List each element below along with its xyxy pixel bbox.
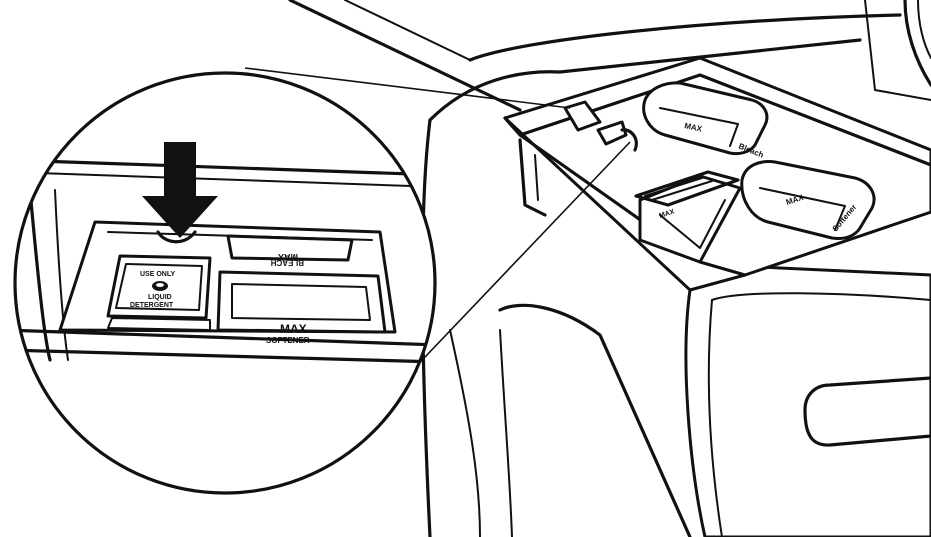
- drawer-front: [684, 265, 931, 537]
- inset-softener-label: SOFTENER: [266, 336, 310, 345]
- inset-bleach-label: BLEACH: [270, 258, 304, 267]
- inset-bleach-max: MAX: [278, 252, 298, 262]
- inset-detergent-line1: USE ONLY: [140, 271, 175, 278]
- drawer-detergent-max: MAX: [658, 208, 675, 220]
- down-arrow-icon: [142, 142, 218, 238]
- callout-lines: [244, 67, 631, 379]
- drawer-bleach-max: MAX: [684, 121, 704, 134]
- liquid-detergent-icon: [152, 281, 168, 291]
- magnified-inset: MAX BLEACH MAX SOFTENER USE ONLY LIQUID …: [13, 71, 437, 495]
- inset-detergent-line2: LIQUID: [148, 294, 172, 301]
- dispenser-drawer: MAX Bleach MAX Softener MAX: [503, 56, 931, 292]
- inset-detergent-line3: DETERGENT: [130, 302, 174, 309]
- inset-softener-max: MAX: [280, 322, 307, 336]
